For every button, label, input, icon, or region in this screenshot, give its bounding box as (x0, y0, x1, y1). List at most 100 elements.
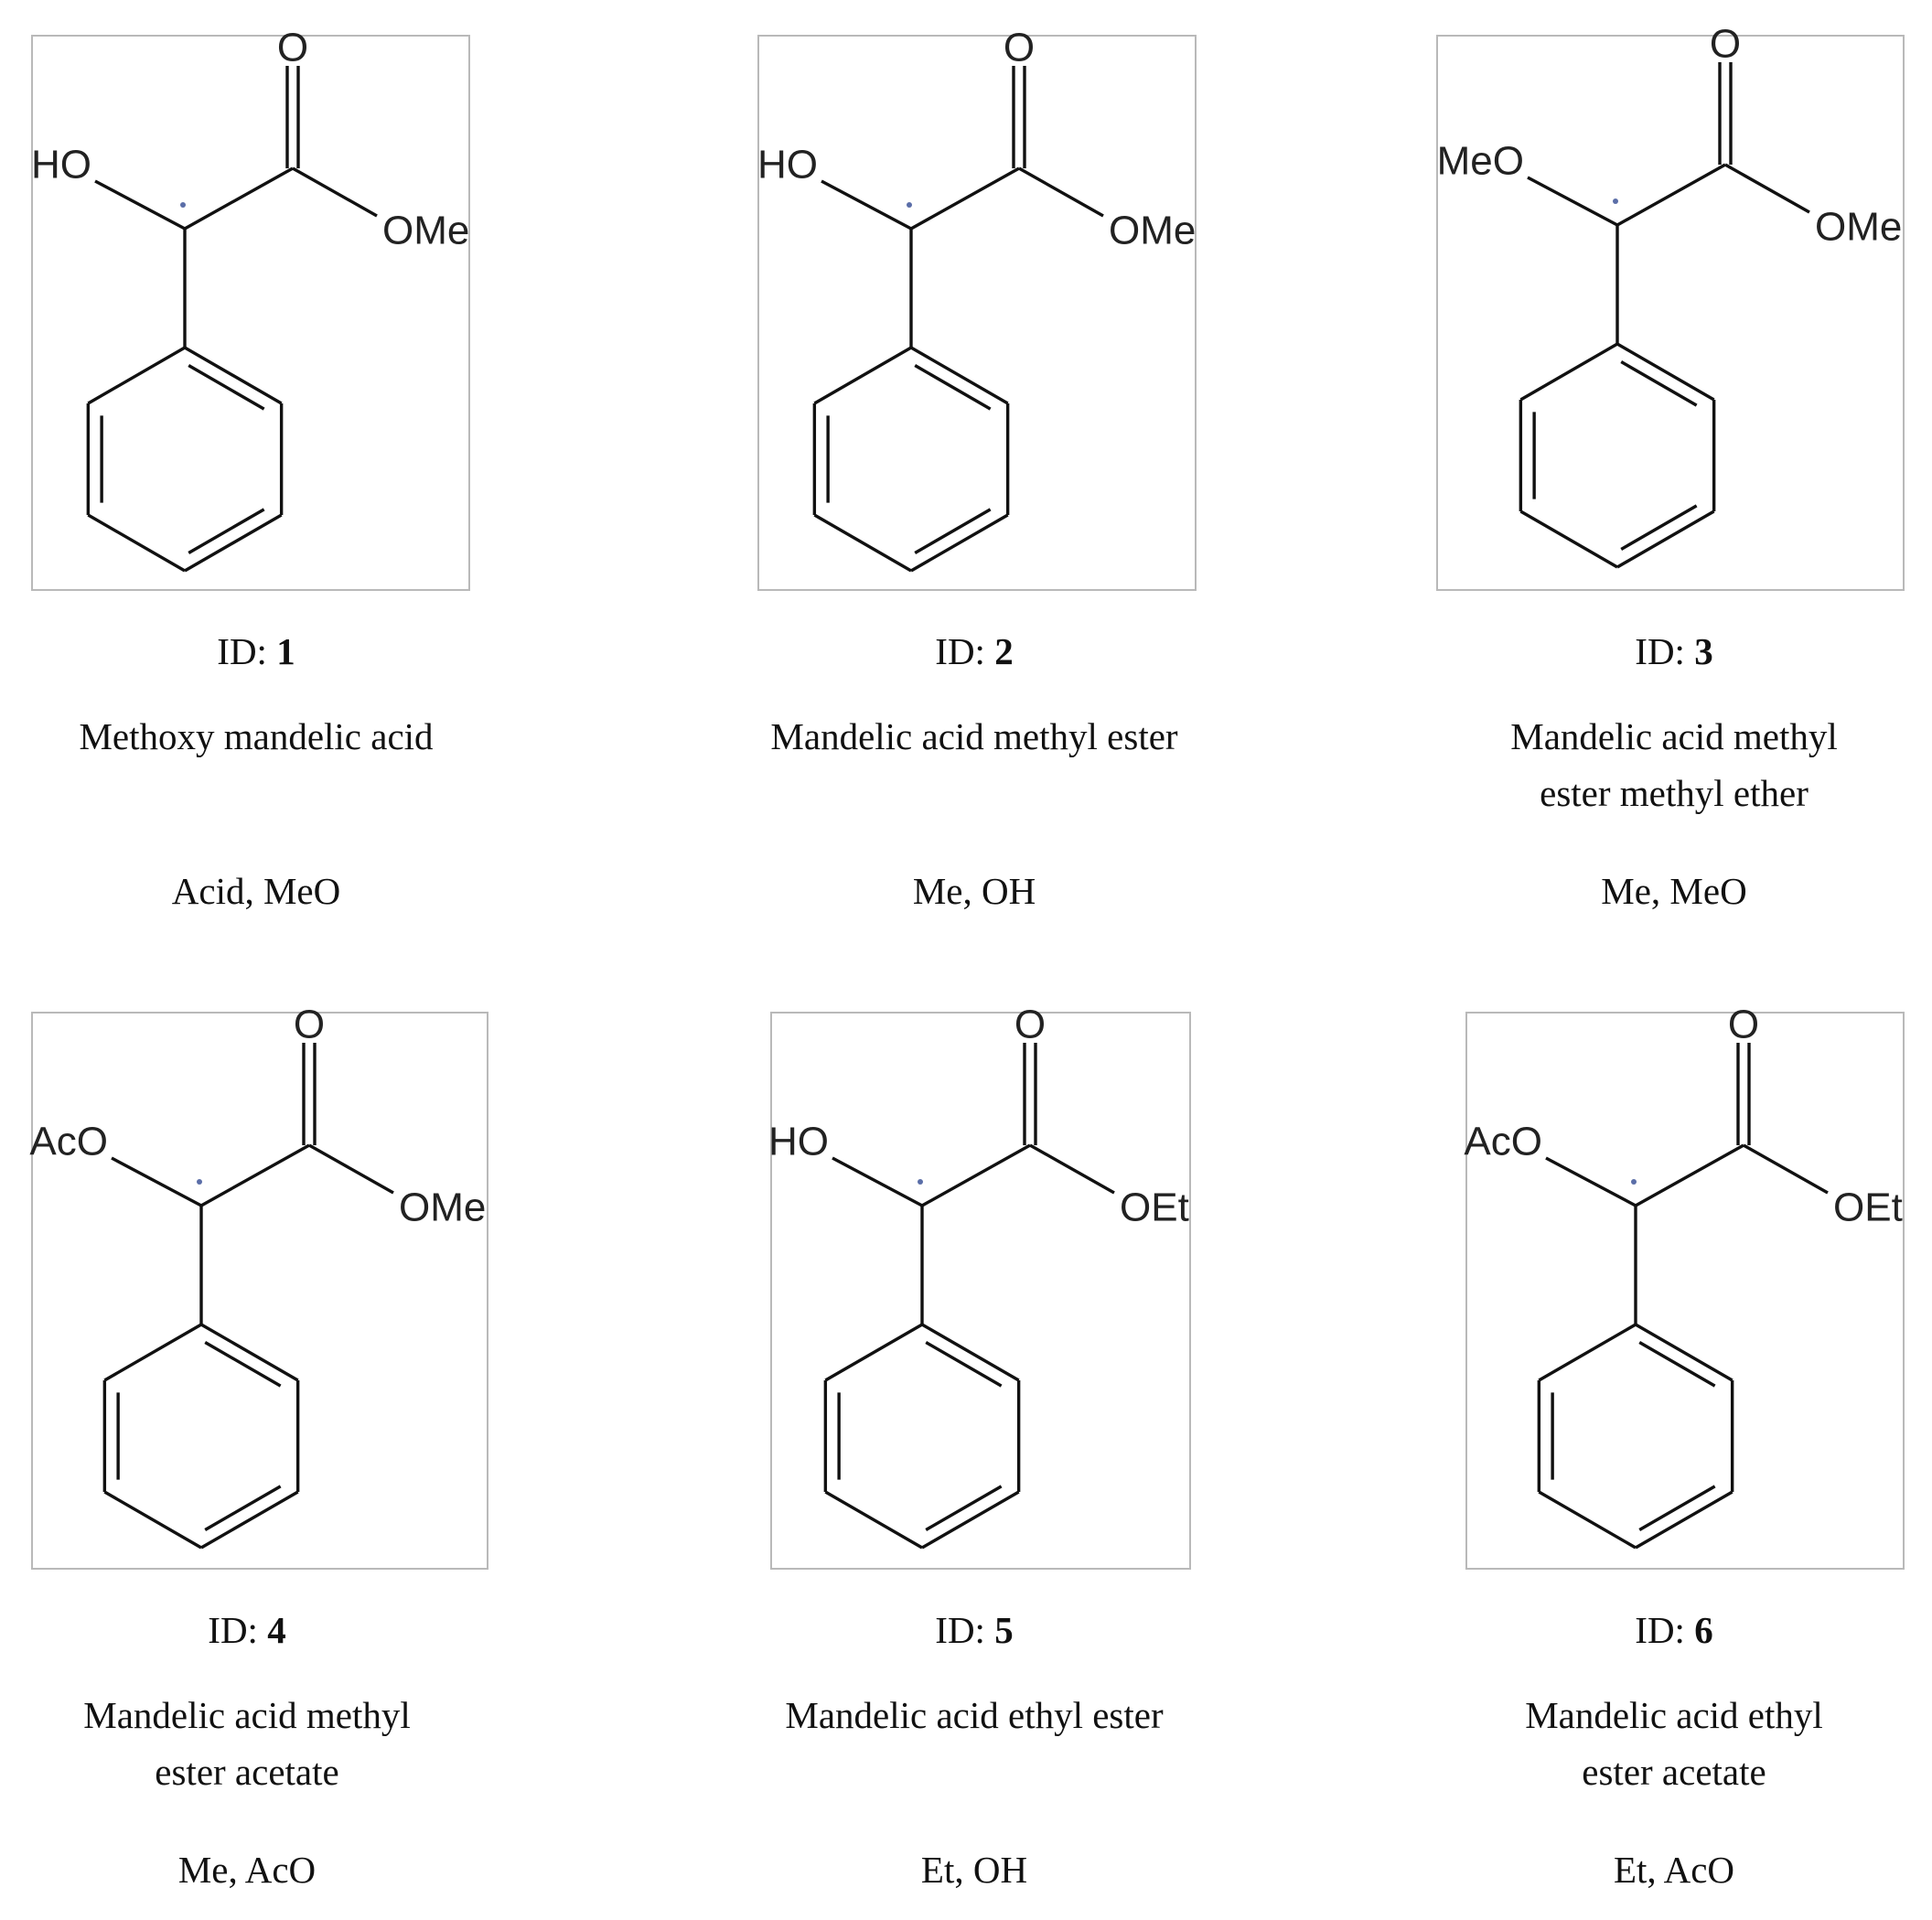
left-substituent-label: AcO (29, 1120, 108, 1164)
stereocentre-marker (1631, 1179, 1637, 1185)
structure-drawing: O OMe AcO (29, 1003, 486, 1550)
structure-drawing: O OEt AcO (1464, 1003, 1903, 1550)
compound-substituents: Me, MeO (1601, 870, 1747, 912)
bond-stereo-carbonyl (1616, 163, 1726, 227)
bond-stereo-carbonyl (910, 166, 1020, 231)
structure-panel-5: O OEt HO (768, 1003, 1191, 1570)
ring-bond (910, 346, 1009, 405)
carbonyl-oxygen-label: O (1004, 26, 1035, 70)
compound-name: Mandelic acid methyl ester (770, 715, 1178, 757)
ring-bond (103, 1490, 202, 1550)
ring-bond (824, 1323, 923, 1382)
ring-double-bond (914, 508, 992, 554)
ring-bond (813, 513, 912, 573)
structure-panel-6: O OEt AcO (1464, 1003, 1905, 1570)
ring-bond (87, 513, 186, 573)
structure-panel-3: O OMe MeO (1436, 22, 1905, 591)
ring-bond (1538, 1490, 1637, 1550)
stereocentre-marker (197, 1179, 202, 1185)
compound-caption-4: ID: 4 Mandelic acid methyl ester acetate… (18, 1608, 476, 1891)
ring-double-bond (204, 1485, 282, 1531)
compound-caption-6: ID: 6 Mandelic acid ethyl ester acetate … (1454, 1608, 1894, 1891)
ring-double-bond (1638, 1341, 1716, 1388)
ester-group-label: OMe (382, 209, 469, 253)
ring-double-bond (188, 508, 265, 554)
compound-substituents: Et, OH (920, 1849, 1028, 1891)
ring-bond (921, 1490, 1020, 1550)
ring-bond (813, 346, 912, 405)
stereocentre-marker (907, 202, 912, 208)
compound-name: Methoxy mandelic acid (79, 715, 434, 757)
ring-bond (184, 346, 283, 405)
compound-substituents: Et, AcO (1613, 1849, 1735, 1891)
ring-bond (103, 1323, 202, 1382)
ring-bond (1616, 342, 1715, 402)
ester-group-label: OEt (1833, 1185, 1903, 1230)
bond-ester (1724, 163, 1810, 214)
left-substituent-label: HO (757, 143, 818, 188)
left-substituent-label: HO (768, 1120, 829, 1164)
bond-left-substituent (94, 179, 186, 231)
bond-left-substituent (821, 179, 912, 231)
ring-bond (1635, 1323, 1733, 1382)
ring-bond (200, 1490, 299, 1550)
ring-bond (184, 513, 283, 573)
ring-bond (200, 1323, 299, 1382)
compound-substituents: Me, OH (912, 870, 1036, 912)
compound-id: ID: 2 (935, 630, 1014, 672)
bond-left-substituent (111, 1156, 202, 1207)
bond-left-substituent (1545, 1156, 1637, 1207)
bond-ester (1029, 1143, 1115, 1195)
compound-id: ID: 6 (1635, 1609, 1713, 1651)
ring-bond (1519, 509, 1618, 569)
compound-caption-2: ID: 2 Mandelic acid methyl ester Me, OH (732, 629, 1217, 912)
ester-group-label: OEt (1120, 1185, 1189, 1230)
carbonyl-oxygen-label: O (294, 1003, 325, 1047)
stereocentre-marker (180, 202, 186, 208)
bond-ester (292, 166, 378, 218)
structure-panel-1: O OMe HO (31, 26, 470, 591)
structure-drawing: O OMe HO (31, 26, 469, 573)
ring-double-bond (925, 1485, 1003, 1531)
ring-bond (824, 1490, 923, 1550)
compound-id: ID: 4 (208, 1609, 286, 1651)
bond-stereo-carbonyl (1635, 1143, 1744, 1207)
ester-group-label: OMe (1815, 205, 1902, 250)
bond-left-substituent (832, 1156, 923, 1207)
ring-double-bond (188, 364, 265, 411)
ring-double-bond (1620, 360, 1698, 407)
ring-bond (1635, 1490, 1733, 1550)
left-substituent-label: AcO (1464, 1120, 1542, 1164)
compound-id: ID: 3 (1635, 630, 1713, 672)
ring-double-bond (1620, 504, 1698, 551)
bond-ester (308, 1143, 394, 1195)
ring-double-bond (925, 1341, 1003, 1388)
compound-id: ID: 5 (935, 1609, 1014, 1651)
ring-bond (87, 346, 186, 405)
compound-name: Mandelic acid ethyl ester acetate (1525, 1694, 1823, 1793)
ring-bond (1616, 509, 1715, 569)
ring-bond (910, 513, 1009, 573)
stereocentre-marker (1613, 198, 1618, 204)
compound-caption-1: ID: 1 Methoxy mandelic acid Acid, MeO (18, 629, 494, 912)
ester-group-label: OMe (399, 1185, 486, 1230)
ring-bond (1538, 1323, 1637, 1382)
carbonyl-oxygen-label: O (1014, 1003, 1046, 1047)
bond-ester (1743, 1143, 1829, 1195)
carbonyl-oxygen-label: O (277, 26, 308, 70)
compound-caption-3: ID: 3 Mandelic acid methyl ester methyl … (1454, 629, 1894, 912)
left-substituent-label: MeO (1437, 139, 1524, 184)
bond-ester (1018, 166, 1104, 218)
ring-bond (1519, 342, 1618, 402)
left-substituent-label: HO (31, 143, 91, 188)
compound-name: Mandelic acid methyl ester acetate (83, 1694, 411, 1793)
structure-drawing: O OMe MeO (1437, 22, 1902, 569)
carbonyl-oxygen-label: O (1728, 1003, 1759, 1047)
ring-double-bond (1638, 1485, 1716, 1531)
bond-stereo-carbonyl (200, 1143, 310, 1207)
ring-double-bond (914, 364, 992, 411)
carbonyl-oxygen-label: O (1710, 22, 1741, 67)
ring-double-bond (204, 1341, 282, 1388)
